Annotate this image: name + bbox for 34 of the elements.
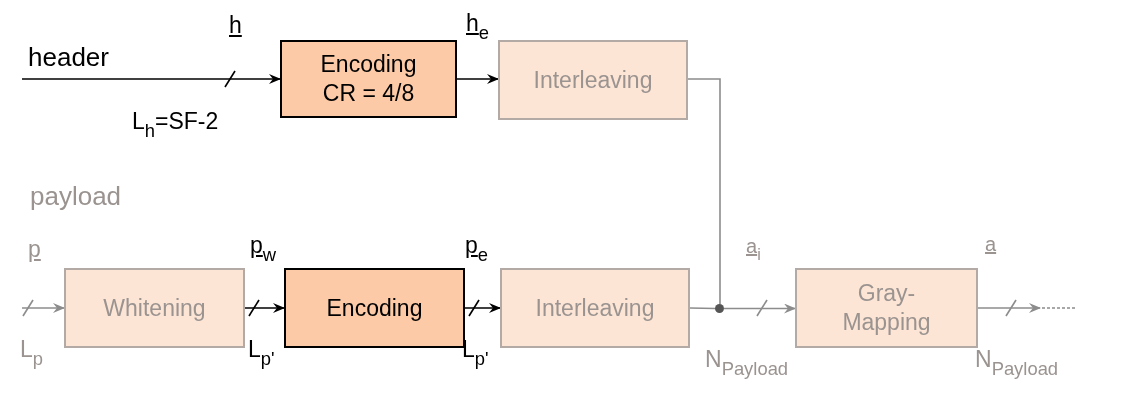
process-box — [795, 268, 978, 348]
arrow — [723, 303, 796, 314]
arrow — [464, 303, 501, 313]
signal-label: p — [28, 238, 41, 261]
signal-label: a — [985, 234, 997, 254]
signal-label: payload — [30, 183, 122, 209]
junction-dot — [715, 304, 724, 313]
process-box — [280, 40, 457, 118]
arrow — [21, 74, 281, 84]
box-label: Gray-Mapping — [841, 279, 932, 337]
box-label: Interleaving — [533, 65, 653, 95]
process-box — [284, 268, 465, 348]
box-label: Encoding CR = 4/8 — [319, 50, 418, 108]
signal-label: header — [28, 44, 109, 70]
box-label: Interleaving — [535, 293, 655, 323]
process-box — [64, 268, 245, 348]
signal-label: p$_{w}$ — [250, 234, 277, 265]
process-box — [498, 40, 688, 120]
signal-label: N$_{Payload}$ — [975, 348, 1059, 379]
signal-label: a$_{i}$ — [746, 236, 761, 264]
signal-label: p$_{e}$ — [465, 234, 489, 265]
box-label: Whitening — [103, 293, 206, 323]
arrow — [244, 303, 285, 313]
box-label: Encoding — [326, 293, 423, 323]
signal-label: h — [229, 14, 242, 37]
signal-label: h$_{e}$ — [466, 12, 490, 43]
process-box — [500, 268, 690, 348]
signal-label: N$_{Payload}$ — [705, 348, 789, 379]
signal-label: L$_{p}$ — [20, 338, 44, 369]
arrow — [456, 74, 499, 84]
arrow — [977, 303, 1041, 313]
signal-label: L$_{p'}$ — [248, 338, 275, 369]
arrow — [21, 303, 65, 313]
signal-label: L$_{h}$=SF-2 — [132, 110, 219, 141]
